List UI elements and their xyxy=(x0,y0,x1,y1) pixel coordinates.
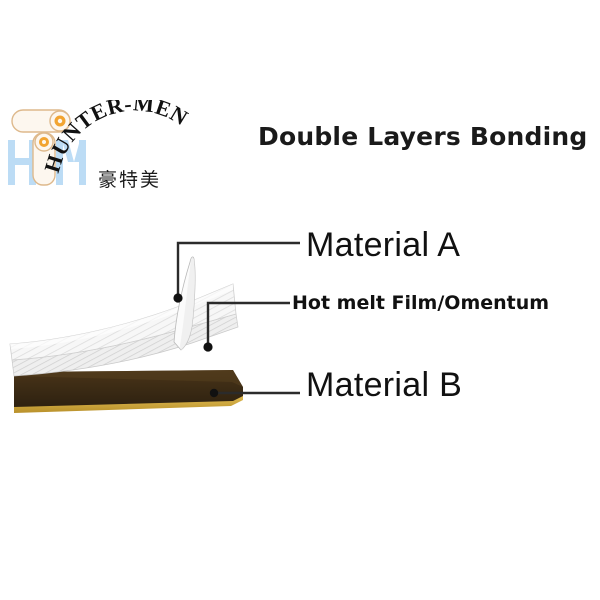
company-logo: HUNTER-MEN 豪特美 xyxy=(6,100,226,195)
layer-diagram-svg xyxy=(9,241,300,413)
monogram-m-icon xyxy=(56,140,86,185)
layer-diagram xyxy=(0,210,600,440)
layer-material-b xyxy=(14,370,243,413)
label-hot-melt-film: Hot melt Film/Omentum xyxy=(292,292,550,314)
callout-line-material-b xyxy=(209,388,300,398)
roller-horizontal-icon xyxy=(11,109,71,133)
page-title: Double Layers Bonding xyxy=(258,122,588,151)
layer-material-a xyxy=(9,283,237,361)
label-material-b: Material B xyxy=(306,366,463,404)
logo-brand-name-cn: 豪特美 xyxy=(98,169,161,191)
logo-graphic: HUNTER-MEN 豪特美 xyxy=(8,100,192,191)
label-material-a: Material A xyxy=(306,226,461,264)
roller-vertical-icon xyxy=(32,132,56,186)
material-a-peel-flap xyxy=(173,256,196,351)
callout-line-hot-melt xyxy=(203,301,290,352)
callout-line-material-a xyxy=(173,241,300,303)
monogram-h-icon xyxy=(8,140,36,185)
